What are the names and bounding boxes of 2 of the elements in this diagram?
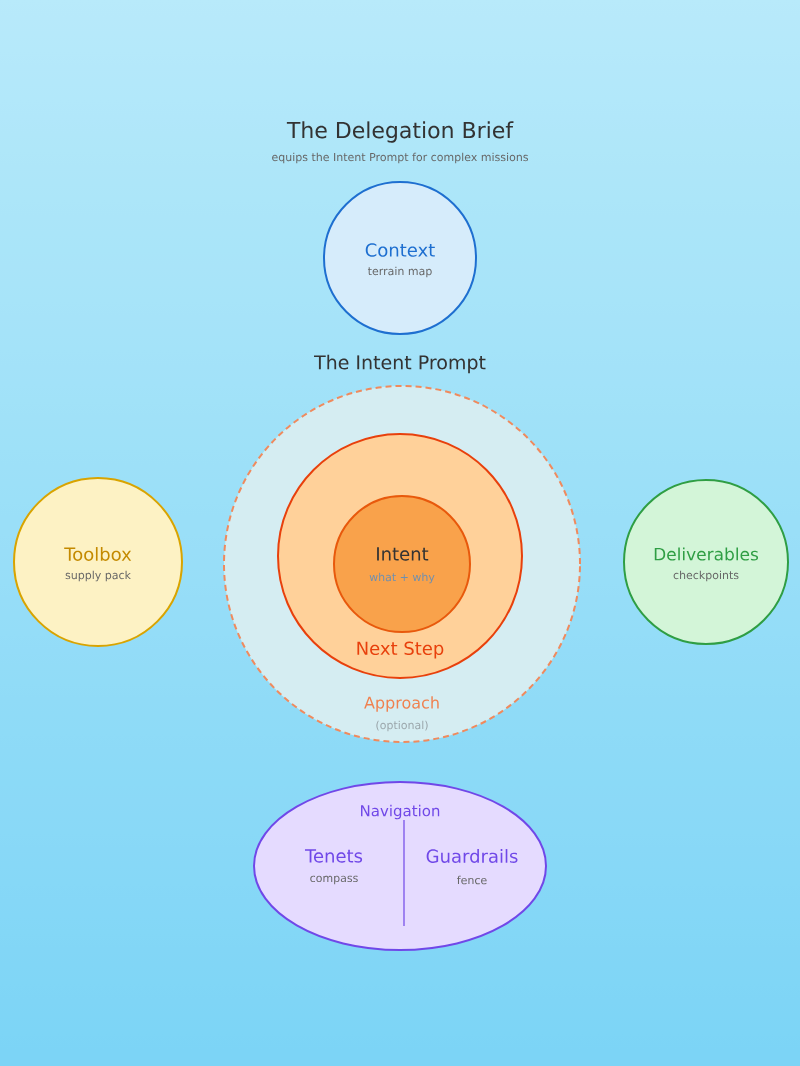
title: The Delegation Brief — [286, 121, 514, 143]
heading: The Intent Prompt — [314, 354, 486, 374]
